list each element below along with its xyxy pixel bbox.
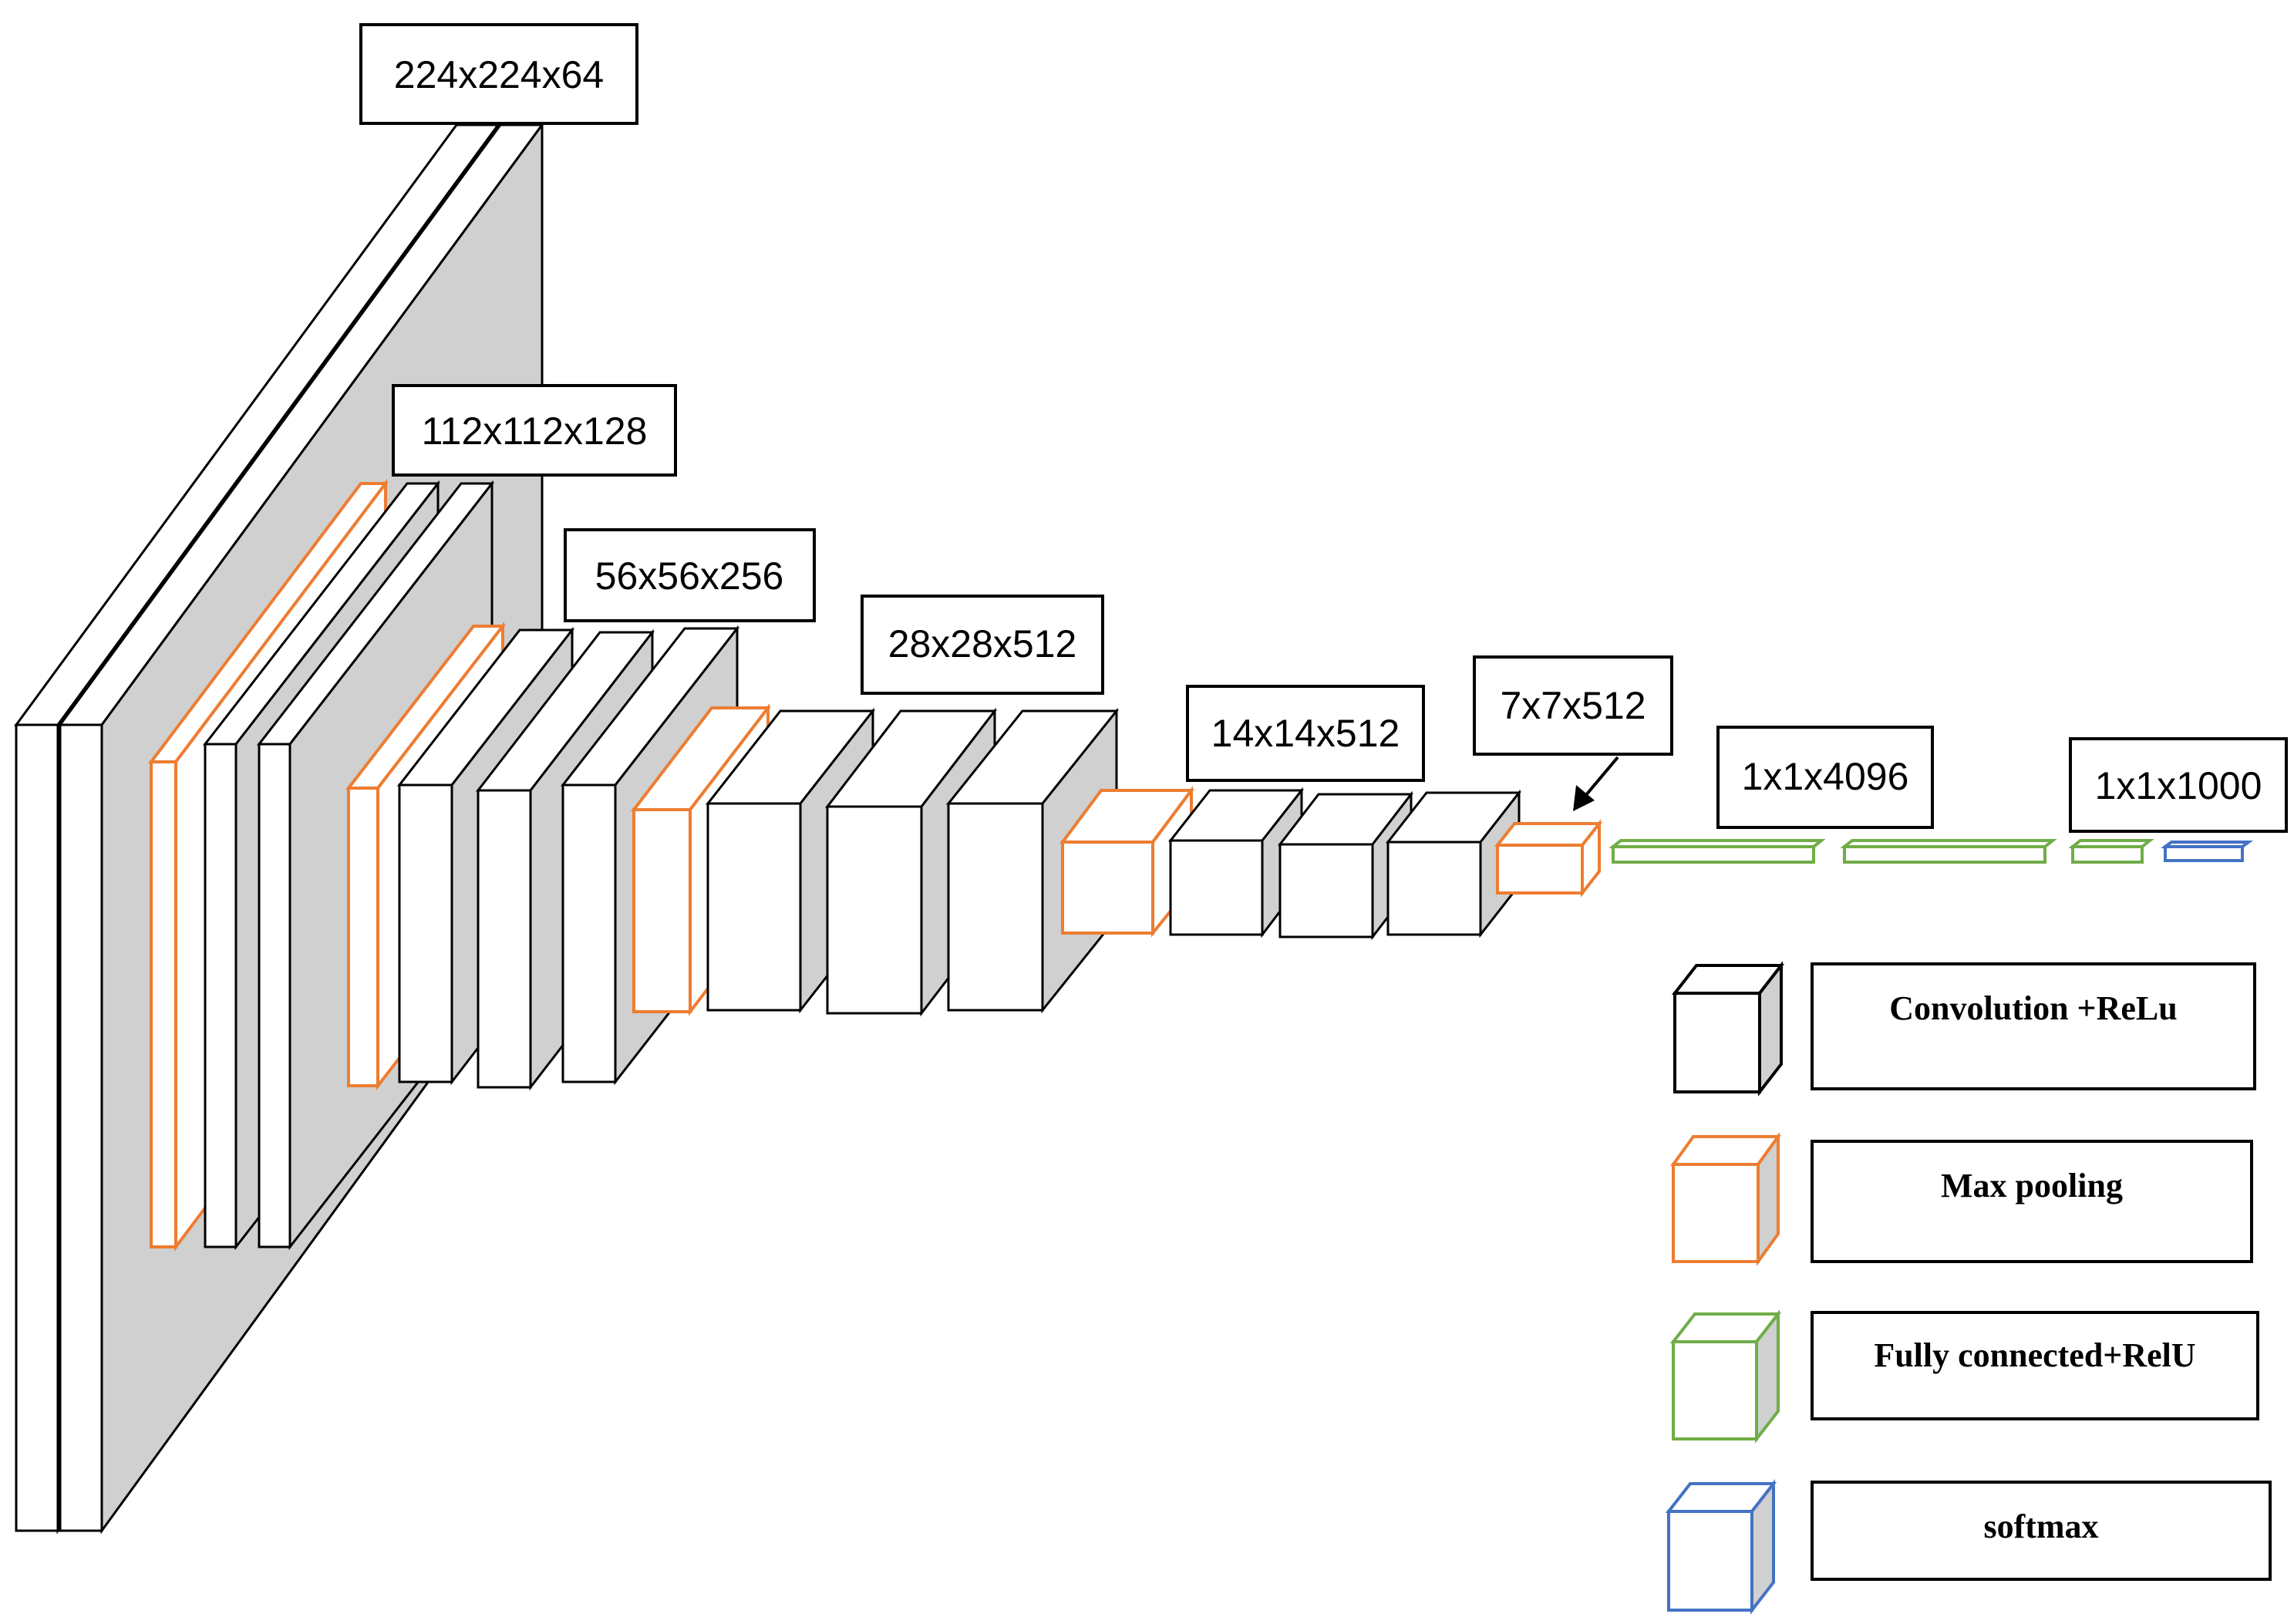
softmax-layer — [2161, 841, 2253, 862]
label-14x14x512: 14x14x512 — [1211, 712, 1400, 755]
label-7x7x512: 7x7x512 — [1500, 684, 1646, 727]
legend-conv-label: Convolution +ReLu — [1889, 989, 2177, 1027]
legend: Convolution +ReLu Max pooling Fully conn… — [1665, 961, 2272, 1615]
label-box-112x112x128: 112x112x128 — [392, 384, 677, 477]
legend-softmax-label: softmax — [1983, 1508, 2098, 1545]
fc-layer-1 — [1608, 839, 1826, 864]
label-box-14x14x512: 14x14x512 — [1186, 685, 1425, 782]
final-maxpool-layer — [1494, 819, 1603, 898]
label-28x28x512: 28x28x512 — [888, 622, 1077, 665]
legend-pool-label: Max pooling — [1941, 1167, 2123, 1205]
label-1x1x1000: 1x1x1000 — [2095, 764, 2262, 807]
label-1x1x4096: 1x1x4096 — [1742, 755, 1909, 798]
legend-softmax-swatch — [1665, 1479, 1777, 1615]
label-box-1x1x1000: 1x1x1000 — [2069, 737, 2288, 833]
label-box-1x1x4096: 1x1x4096 — [1716, 726, 1934, 829]
label-box-56x56x256: 56x56x256 — [564, 528, 816, 622]
label-56x56x256: 56x56x256 — [595, 554, 784, 598]
legend-pool-swatch — [1670, 1131, 1781, 1267]
fc-layer-2 — [1840, 839, 2057, 864]
fc-layer-3 — [2068, 839, 2154, 864]
legend-fc-label: Fully connected+RelU — [1874, 1336, 2195, 1374]
label-112x112x128: 112x112x128 — [422, 409, 648, 453]
label-box-7x7x512: 7x7x512 — [1473, 655, 1673, 756]
pointer-arrow — [1573, 756, 1619, 811]
label-224x224x64: 224x224x64 — [394, 53, 604, 96]
label-box-224x224x64: 224x224x64 — [359, 23, 638, 125]
legend-fc-swatch — [1669, 1309, 1782, 1444]
label-box-28x28x512: 28x28x512 — [861, 595, 1104, 695]
legend-conv-swatch — [1671, 961, 1785, 1097]
